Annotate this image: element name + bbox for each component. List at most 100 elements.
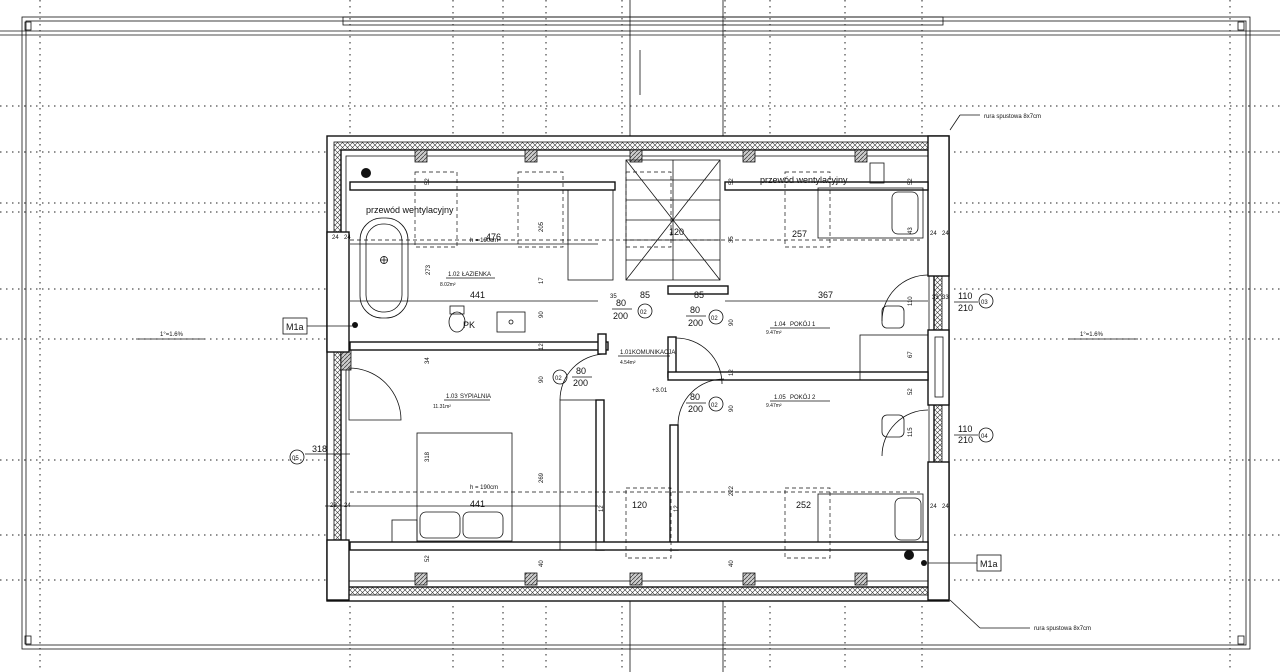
svg-text:110: 110 [908,296,914,306]
svg-text:318: 318 [312,444,327,454]
svg-text:85: 85 [694,290,704,300]
m1a-tag-left: M1a [282,317,352,335]
svg-text:80: 80 [616,298,626,308]
step-level: +3.01 [652,388,668,394]
svg-text:52: 52 [425,555,431,562]
svg-text:85: 85 [640,290,650,300]
roof-windows [350,171,920,559]
svg-text:24: 24 [942,231,949,237]
dimension-labels: 476 441 367 441 318 24 24 24 24 29 24 24… [312,178,949,567]
svg-text:12: 12 [599,505,605,512]
window-tag-05: 05 [289,449,305,465]
vent-dot-2 [904,550,914,560]
slope-label-left: 1°=1.6% [160,332,184,338]
slope-label-right: 1°=1.6% [1080,332,1104,338]
svg-text:33: 33 [932,295,939,301]
pipe-dot-left [352,322,358,328]
svg-text:12: 12 [539,343,545,350]
svg-text:24: 24 [344,235,351,241]
svg-text:441: 441 [470,499,485,509]
svg-text:476: 476 [486,232,501,242]
svg-text:90: 90 [539,376,545,383]
svg-text:34: 34 [425,357,431,364]
vent-dot-1 [361,168,371,178]
svg-text:02: 02 [711,403,718,409]
vent-label-1: przewód wentylacyjny [366,205,454,215]
room-label-sypialnia: 1.03 SYPIALNIA 11.31m² [433,394,491,410]
svg-text:90: 90 [539,311,545,318]
svg-text:200: 200 [573,378,588,388]
window-tag-04: 110 210 04 [954,424,994,445]
svg-text:367: 367 [818,290,833,300]
svg-text:52: 52 [908,178,914,185]
svg-text:12: 12 [729,369,735,376]
svg-text:90: 90 [729,405,735,412]
svg-text:441: 441 [470,290,485,300]
svg-text:40: 40 [729,560,735,567]
svg-text:40: 40 [539,560,545,567]
side-walls [326,135,950,601]
svg-text:1.02: 1.02 [448,272,460,278]
svg-text:120: 120 [669,227,684,237]
svg-text:4.54m²: 4.54m² [620,360,636,366]
svg-text:02: 02 [711,316,718,322]
svg-text:110: 110 [958,424,972,434]
svg-text:200: 200 [688,404,703,414]
door-tag-d: 80 200 02 [686,392,724,414]
svg-text:24: 24 [942,504,949,510]
vent-label-2: przewód wentylacyjny [760,175,848,185]
svg-text:9.47m²: 9.47m² [766,403,782,409]
svg-text:24: 24 [344,503,351,509]
door-tag-b: 80 200 02 [686,305,724,328]
svg-text:1.05: 1.05 [774,395,786,401]
svg-text:120: 120 [632,500,647,510]
svg-text:04: 04 [981,434,988,440]
svg-text:11.31m²: 11.31m² [433,404,451,410]
svg-text:80: 80 [690,392,700,402]
svg-text:200: 200 [613,311,628,321]
svg-text:205: 205 [539,221,545,232]
svg-text:80: 80 [690,305,700,315]
exterior-walls [326,135,950,602]
svg-text:90: 90 [729,319,735,326]
svg-text:200: 200 [688,318,703,328]
downpipe-label-top: rura spustowa 8x7cm [984,114,1041,120]
svg-text:24: 24 [930,231,937,237]
svg-text:05: 05 [292,456,299,462]
roof-outline [0,16,1280,650]
door-tag-a: 80 200 02 [612,298,653,321]
svg-text:02: 02 [555,376,562,382]
svg-text:03: 03 [981,300,988,306]
svg-text:80: 80 [576,366,586,376]
svg-text:M1a: M1a [286,322,304,332]
pipe-dot-right [921,560,927,566]
svg-text:43: 43 [908,227,914,234]
room-label-pokoj-1: 1.04 POKÓJ 1 9.47m² [766,321,830,336]
svg-text:9.47m²: 9.47m² [766,330,782,336]
bathtub [359,217,409,319]
svg-text:273: 273 [426,264,432,275]
svg-text:210: 210 [958,435,973,445]
svg-text:8.02m²: 8.02m² [440,282,456,288]
svg-text:1.01: 1.01 [620,350,632,356]
height-label-bottom: h = 190cm [470,485,498,491]
dimension-lines [305,243,928,507]
bed-bedroom [391,432,513,543]
svg-text:222: 222 [729,485,735,496]
downpipe-label-bottom: rura spustowa 8x7cm [1034,626,1091,632]
sink [496,311,526,333]
svg-text:12: 12 [674,505,680,512]
room-label-komunikacja: 1.01 KOMUNIKACJA 4.54m² [618,350,675,366]
svg-text:269: 269 [539,472,545,483]
door-swings [348,274,929,457]
svg-text:17: 17 [539,277,545,284]
svg-text:ŁAZIENKA: ŁAZIENKA [462,272,491,278]
svg-text:210: 210 [958,303,973,313]
m1a-tag-right: M1a [928,554,1002,572]
pk-label: PK [463,320,475,330]
svg-text:24: 24 [930,504,937,510]
svg-text:252: 252 [796,500,811,510]
window-tag-03: 110 210 03 [954,291,994,313]
svg-text:52: 52 [425,178,431,185]
